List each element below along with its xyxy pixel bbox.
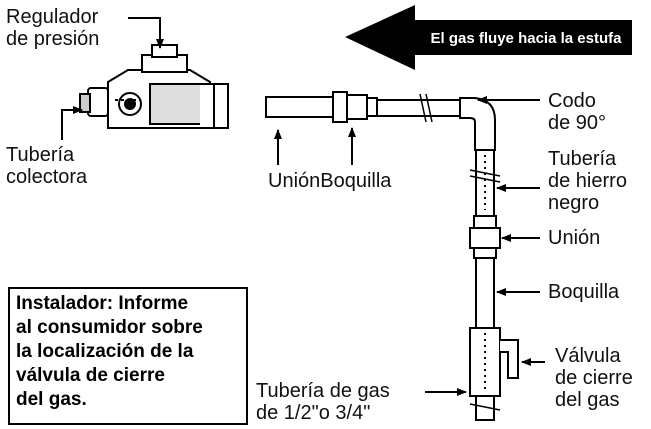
regulator-label: Regulador de presión [6, 6, 99, 50]
vertical-union [469, 215, 501, 259]
leader-lines [61, 17, 545, 396]
regulator-label-line-1: Regulador [6, 6, 99, 28]
installer-note-box: Instalador: Informe al consumidor sobre … [8, 287, 248, 425]
elbow-label-line-2: de 90° [548, 112, 607, 134]
nipple-pipe [475, 257, 495, 329]
black-iron-pipe [469, 149, 501, 217]
installer-note-line-2: al consumidor sobre [16, 317, 203, 338]
installer-note-line-5: del gas. [16, 389, 87, 410]
black-iron-pipe-label: Tubería de hierro negro [548, 148, 627, 214]
black-iron-pipe-label-line-2: de hierro [548, 170, 627, 192]
shutoff-valve [469, 327, 519, 397]
union-label: Unión [548, 227, 601, 249]
gas-supply-pipe [469, 395, 501, 421]
union-nipple-label: UniónBoquilla [268, 170, 392, 192]
nipple-label: Boquilla [548, 281, 620, 303]
gas-pipe-label: Tubería de gas de 1/2"o 3/4" [256, 380, 390, 424]
gas-pipe-label-line-1: Tubería de gas [256, 380, 390, 402]
elbow-label-line-1: Codo [548, 90, 596, 112]
manifold-pipe-label: Tubería colectora [6, 144, 87, 188]
installer-note-line-3: la localización de la [16, 341, 194, 362]
shutoff-valve-label-line-1: Válvula [555, 345, 621, 367]
shutoff-valve-label: Válvula de cierre del gas [555, 345, 633, 411]
black-iron-pipe-label-line-1: Tubería [548, 148, 617, 170]
shutoff-valve-label-line-2: de cierre [555, 367, 633, 389]
horizontal-pipe [265, 91, 476, 123]
elbow-fitting [459, 97, 496, 151]
installer-note-line-4: válvula de cierre [16, 365, 165, 386]
regulator-label-line-2: de presión [6, 28, 100, 50]
manifold-pipe-label-line-1: Tubería [6, 144, 75, 166]
installer-note-line-1: Instalador: Informe [16, 293, 189, 314]
gas-pipe-label-line-2: de 1/2"o 3/4" [256, 402, 371, 424]
gas-flow-label: El gas fluye hacia la estufa [431, 30, 623, 47]
pressure-regulator-drawing [79, 44, 229, 129]
elbow-label: Codo de 90° [548, 90, 606, 134]
black-iron-pipe-label-line-3: negro [548, 192, 600, 214]
gas-flow-arrow: El gas fluye hacia la estufa [345, 5, 632, 70]
manifold-pipe-label-line-2: colectora [6, 166, 88, 188]
shutoff-valve-label-line-3: del gas [555, 389, 620, 411]
